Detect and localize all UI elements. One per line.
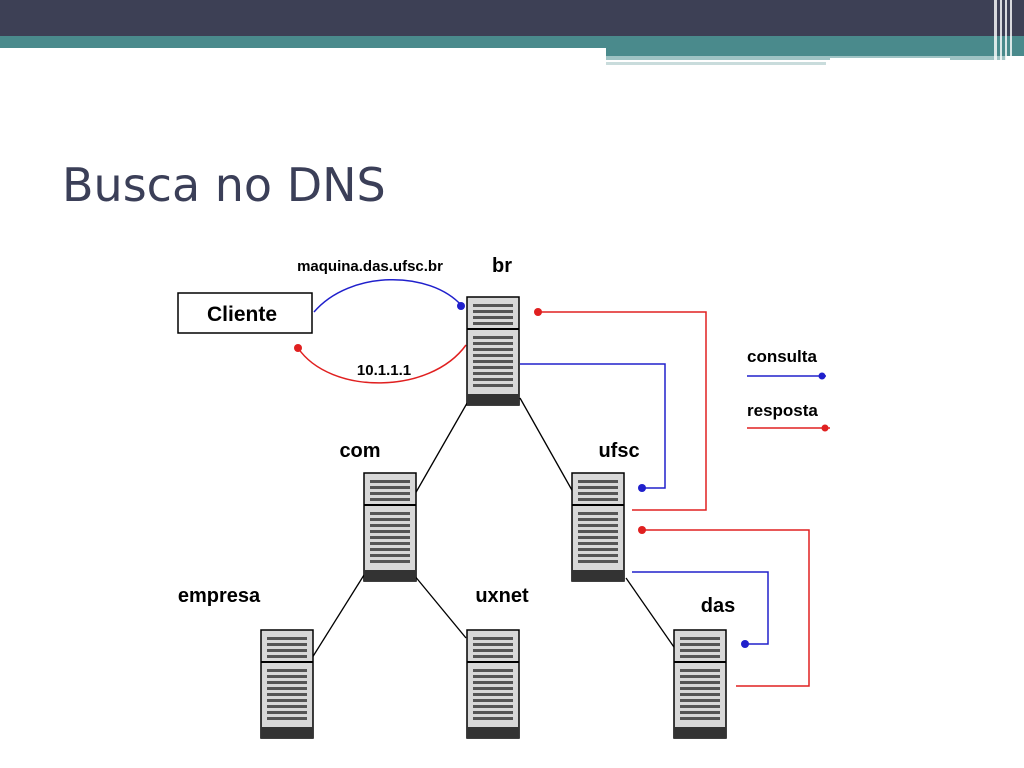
legend-label-resposta: resposta (747, 401, 818, 420)
legend: consulta resposta (747, 347, 830, 432)
server-empresa: empresa (178, 585, 314, 739)
legend-label-consulta: consulta (747, 347, 817, 366)
slide-title: Busca no DNS (62, 158, 386, 212)
client-node: Cliente (177, 292, 313, 334)
server-label-br: br (492, 255, 512, 277)
server-ufsc: ufsc (571, 440, 640, 582)
server-label-com: com (339, 440, 380, 462)
server-label-empresa: empresa (178, 585, 261, 607)
query-route-ufsc-das (632, 571, 769, 648)
response-route-das-ufsc (638, 526, 810, 687)
server-com: com (339, 440, 417, 582)
tree-links (311, 397, 677, 659)
server-label-uxnet: uxnet (475, 585, 529, 607)
server-br: br (466, 255, 520, 406)
query-route-br-ufsc (520, 363, 666, 492)
client-query-arc: maquina.das.ufsc.br (297, 258, 465, 313)
answer-label: 10.1.1.1 (357, 362, 411, 379)
client-response-arc: 10.1.1.1 (294, 344, 467, 384)
header-band (0, 0, 1024, 68)
query-name-label: maquina.das.ufsc.br (297, 258, 443, 275)
server-uxnet: uxnet (466, 585, 529, 739)
legend-item-consulta: consulta (747, 347, 826, 380)
client-label: Cliente (207, 303, 277, 326)
legend-item-resposta: resposta (747, 401, 830, 432)
response-route-ufsc-br (534, 308, 707, 511)
server-das: das (673, 595, 735, 739)
server-label-ufsc: ufsc (598, 440, 639, 462)
server-label-das: das (701, 595, 735, 617)
